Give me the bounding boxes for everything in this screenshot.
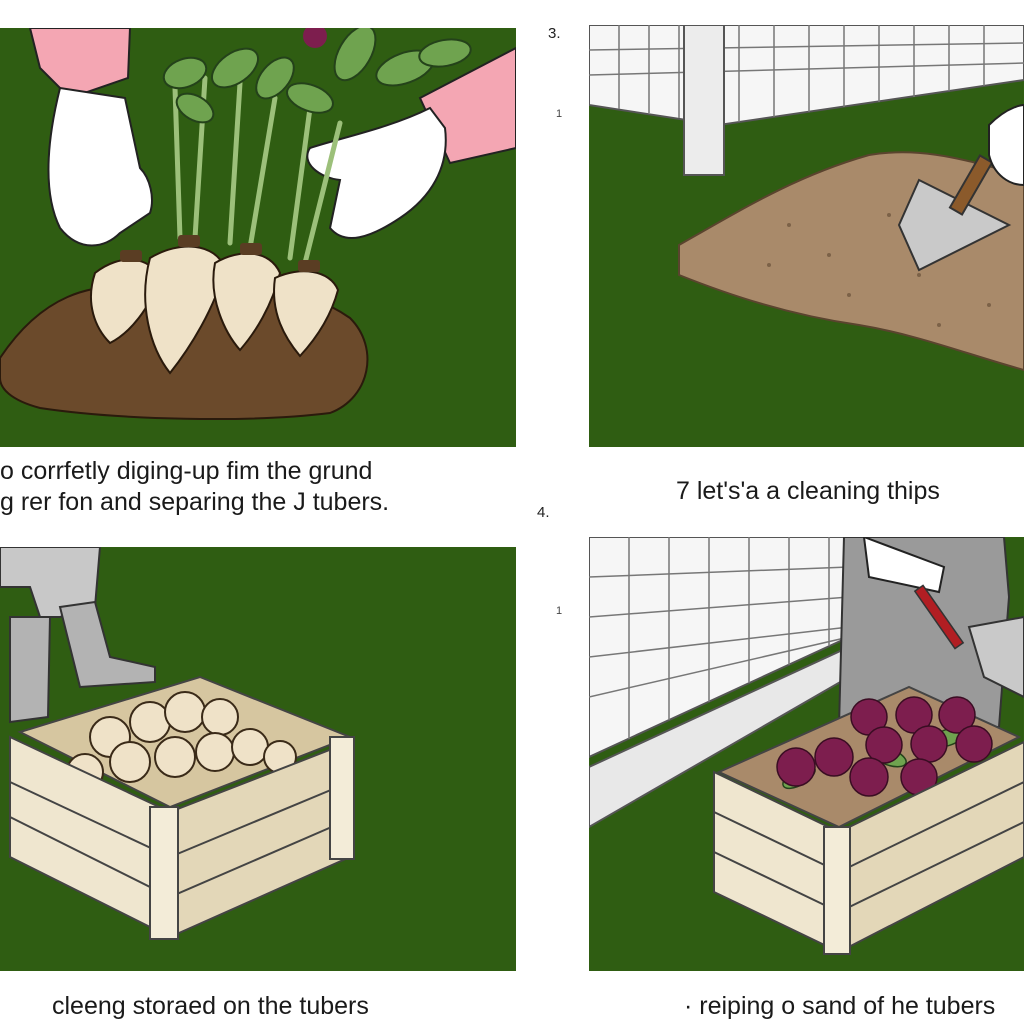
panel-4-number: 4. bbox=[537, 504, 550, 521]
crate-tubers-illustration bbox=[0, 547, 516, 971]
panel-3-number: 3. bbox=[548, 25, 561, 42]
panel-3-caption: cleeng storaed on the tubers bbox=[52, 992, 369, 1020]
panel-crate-dahlias bbox=[589, 537, 1024, 971]
panel-4-caption: · reiping o sand of he tubers bbox=[684, 992, 996, 1020]
panel-2-caption: 7 let's'a a cleaning thips bbox=[676, 477, 940, 505]
panel-4-tick: 1 bbox=[556, 605, 563, 617]
panel-cleaning bbox=[589, 25, 1024, 447]
crate-dahlias-illustration bbox=[589, 537, 1024, 971]
cleaning-illustration bbox=[589, 25, 1024, 447]
panel-3-tick: 1 bbox=[556, 108, 563, 120]
panel-1-caption-line-1: o corrfetly diging-up fim the grund bbox=[0, 457, 373, 485]
panel-digging-tubers bbox=[0, 28, 516, 447]
digging-illustration bbox=[0, 28, 516, 447]
panel-crate-tubers bbox=[0, 547, 516, 971]
panel-1-caption-line-2: g rer fon and separing the J tubers. bbox=[0, 488, 390, 516]
